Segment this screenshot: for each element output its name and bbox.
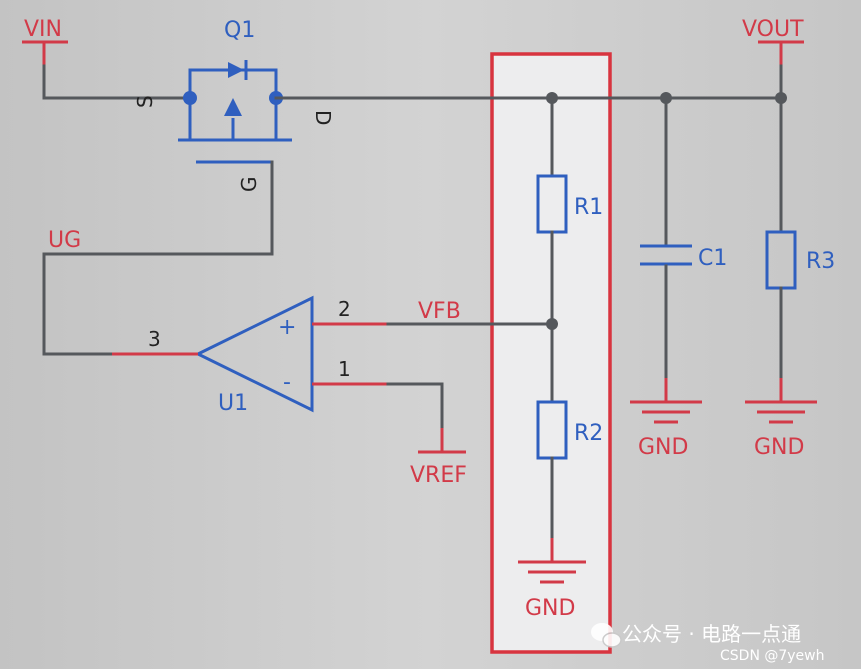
vin-port: VIN <box>22 17 68 66</box>
vref-label: VREF <box>410 463 467 488</box>
ground-symbol-r3: GND <box>745 378 817 460</box>
junction-dot <box>660 92 672 104</box>
ug-label: UG <box>48 228 81 253</box>
ground-symbol-c1: GND <box>630 378 702 460</box>
capacitor-c1 <box>640 244 692 266</box>
r3-label: R3 <box>806 249 835 274</box>
gnd-label-c1: GND <box>638 435 688 460</box>
vout-label: VOUT <box>742 17 804 42</box>
pin-g-label: G <box>237 177 261 193</box>
watermark-channel: 公众号 · 电路一点通 <box>622 622 801 646</box>
c1-label: C1 <box>698 246 727 271</box>
vin-wire <box>42 64 192 100</box>
gnd-label-r3: GND <box>754 435 804 460</box>
junction-dot <box>546 318 558 330</box>
watermark-site: CSDN @7yewh <box>720 648 825 664</box>
q1-label: Q1 <box>224 18 255 43</box>
opamp-minus-sign: - <box>283 370 291 395</box>
pin-2-label: 2 <box>338 297 351 321</box>
gnd-label-divider: GND <box>525 596 575 621</box>
opamp-u1: + - U1 <box>194 295 314 416</box>
r1-label: R1 <box>574 195 603 220</box>
vout-port: VOUT <box>742 17 804 66</box>
r2-label: R2 <box>574 421 603 446</box>
pin-s-label: S <box>133 95 157 108</box>
pin-d-label: D <box>311 110 335 125</box>
junction-dot <box>546 92 558 104</box>
opamp-plus-sign: + <box>278 315 296 340</box>
mosfet-q1: S D G Q1 <box>133 18 335 192</box>
pin-3-label: 3 <box>148 327 161 351</box>
pin-1-label: 1 <box>338 357 351 381</box>
vref-wire <box>386 382 444 430</box>
junction-dot <box>775 92 787 104</box>
u1-label: U1 <box>218 391 248 416</box>
vin-label: VIN <box>24 17 62 42</box>
ug-wire <box>42 160 274 356</box>
wechat-icon <box>591 623 622 648</box>
ground-symbol-divider: GND <box>518 538 586 621</box>
vref-port: VREF <box>410 428 467 488</box>
vfb-label: VFB <box>418 299 461 324</box>
watermark: 公众号 · 电路一点通 CSDN @7yewh <box>591 622 825 664</box>
